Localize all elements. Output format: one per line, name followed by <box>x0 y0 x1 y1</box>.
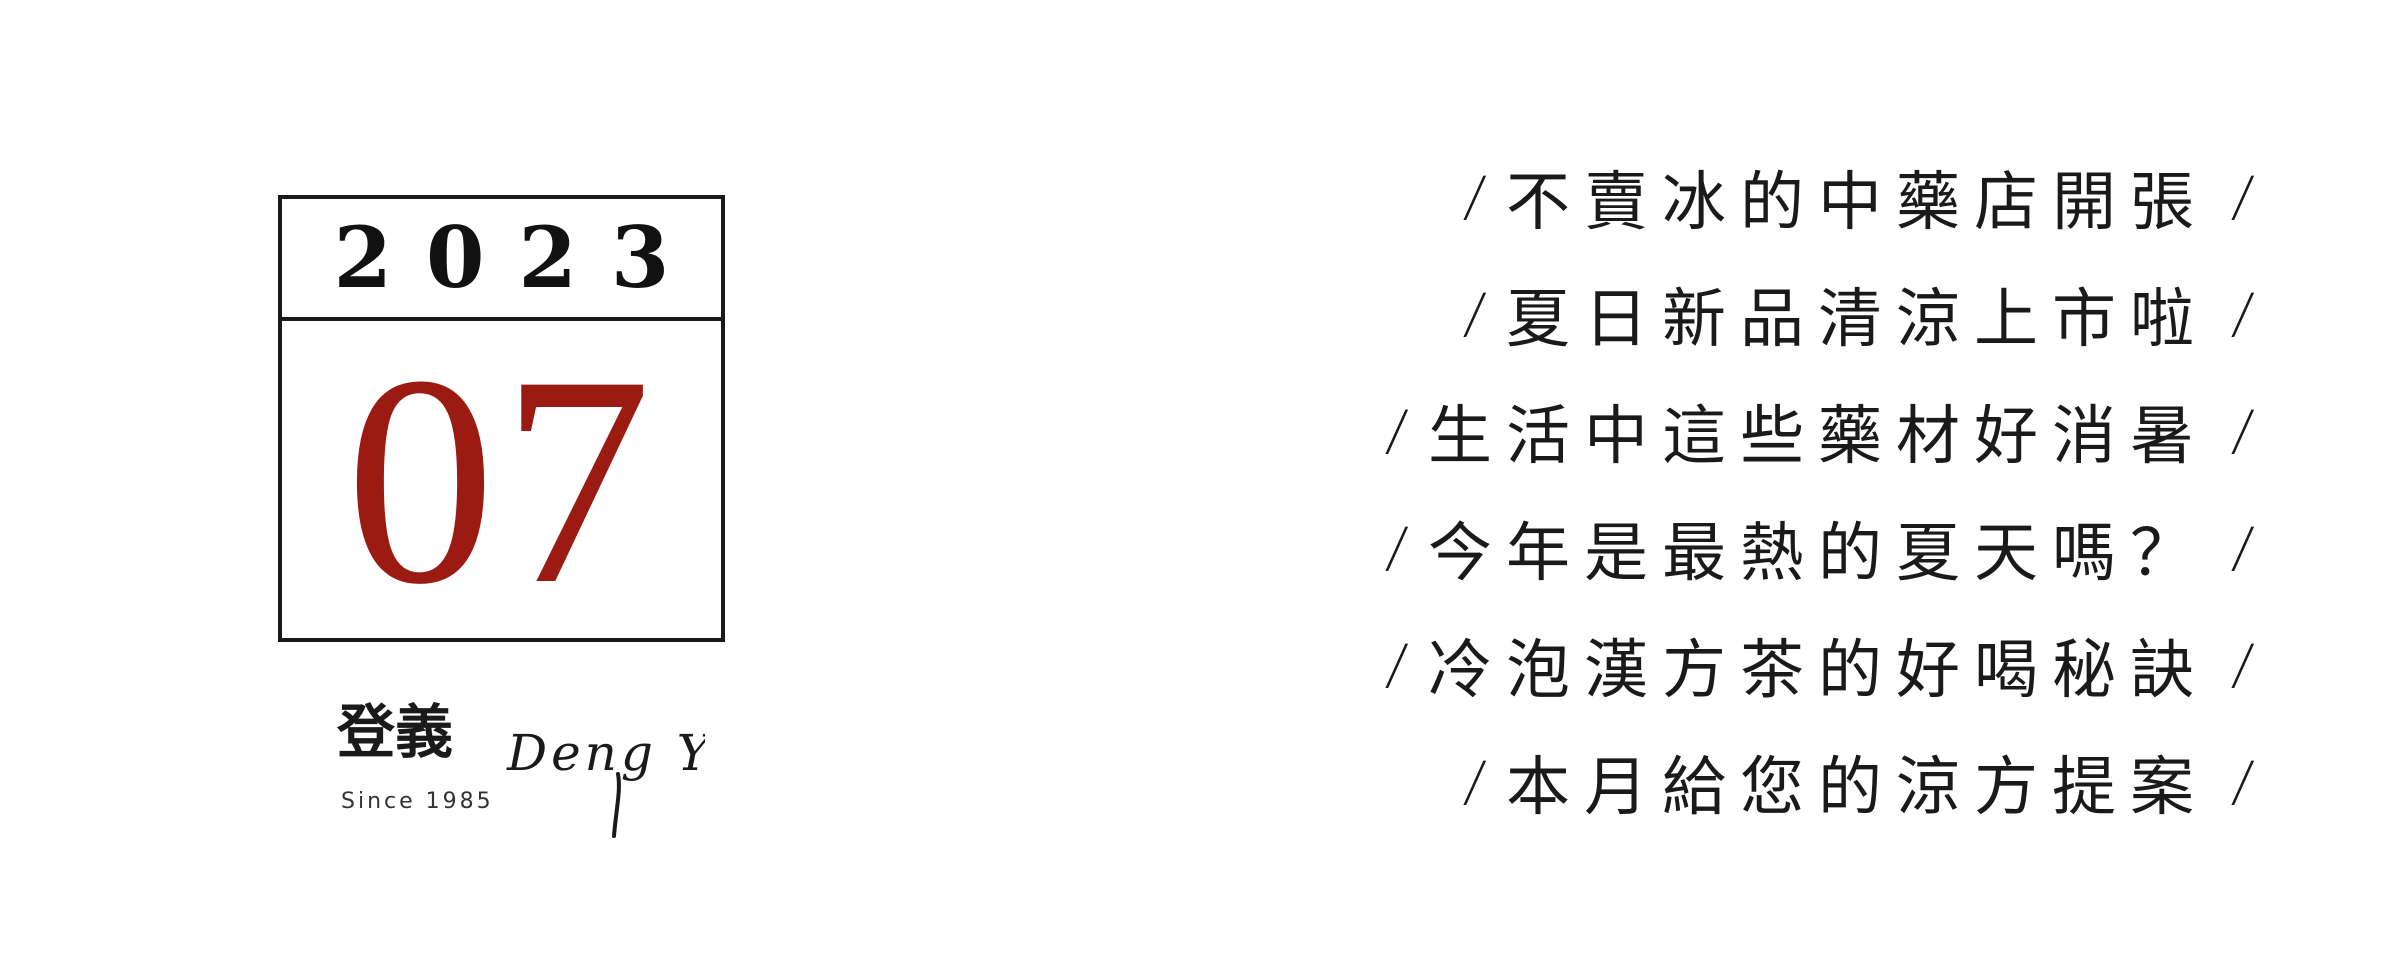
brand-logo: 登義 Since 1985 Deng Yi <box>335 690 705 840</box>
slash-right: / <box>2229 750 2257 813</box>
slash-left: / <box>1383 633 1411 696</box>
brand-logo-mark: 登義 Since 1985 Deng Yi <box>336 698 705 838</box>
headline-text: 生活中這些藥材好消暑 <box>1428 399 2208 474</box>
slash-left: / <box>1461 750 1489 813</box>
logo-brush-stroke <box>612 772 621 838</box>
slash-right: / <box>2229 399 2257 462</box>
calendar-month-row: 07 <box>282 321 721 638</box>
headline-item: / 冷泡漢方茶的好喝秘訣 / <box>1174 606 2274 723</box>
headline-item: / 今年是最熱的夏天嗎？ / <box>1174 489 2274 606</box>
calendar-block: 2023 07 <box>278 195 725 642</box>
headline-text: 夏日新品清涼上市啦 <box>1506 282 2208 357</box>
logo-latin: Deng Yi <box>506 724 705 782</box>
calendar-year: 2023 <box>333 208 704 307</box>
slash-left: / <box>1461 282 1489 345</box>
slash-left: / <box>1461 165 1489 228</box>
slash-right: / <box>2229 282 2257 345</box>
logo-chinese: 登義 <box>336 698 453 766</box>
slash-left: / <box>1383 516 1411 579</box>
headline-text: 本月給您的涼方提案 <box>1506 750 2208 825</box>
slash-left: / <box>1383 399 1411 462</box>
headline-list: / 不賣冰的中藥店開張 / / 夏日新品清涼上市啦 / / 生活中這些藥材好消暑… <box>1174 138 2274 840</box>
headline-text: 不賣冰的中藥店開張 <box>1506 165 2208 240</box>
slash-right: / <box>2229 165 2257 228</box>
calendar-month: 07 <box>345 313 658 646</box>
logo-tagline: Since 1985 <box>341 789 494 814</box>
calendar-year-row: 2023 <box>282 199 721 321</box>
slash-right: / <box>2229 516 2257 579</box>
slash-right: / <box>2229 633 2257 696</box>
headline-text: 冷泡漢方茶的好喝秘訣 <box>1428 633 2208 708</box>
headline-text: 今年是最熱的夏天嗎？ <box>1428 516 2208 591</box>
headline-item: / 生活中這些藥材好消暑 / <box>1174 372 2274 489</box>
headline-item: / 不賣冰的中藥店開張 / <box>1174 138 2274 255</box>
headline-item: / 本月給您的涼方提案 / <box>1174 723 2274 840</box>
headline-item: / 夏日新品清涼上市啦 / <box>1174 255 2274 372</box>
